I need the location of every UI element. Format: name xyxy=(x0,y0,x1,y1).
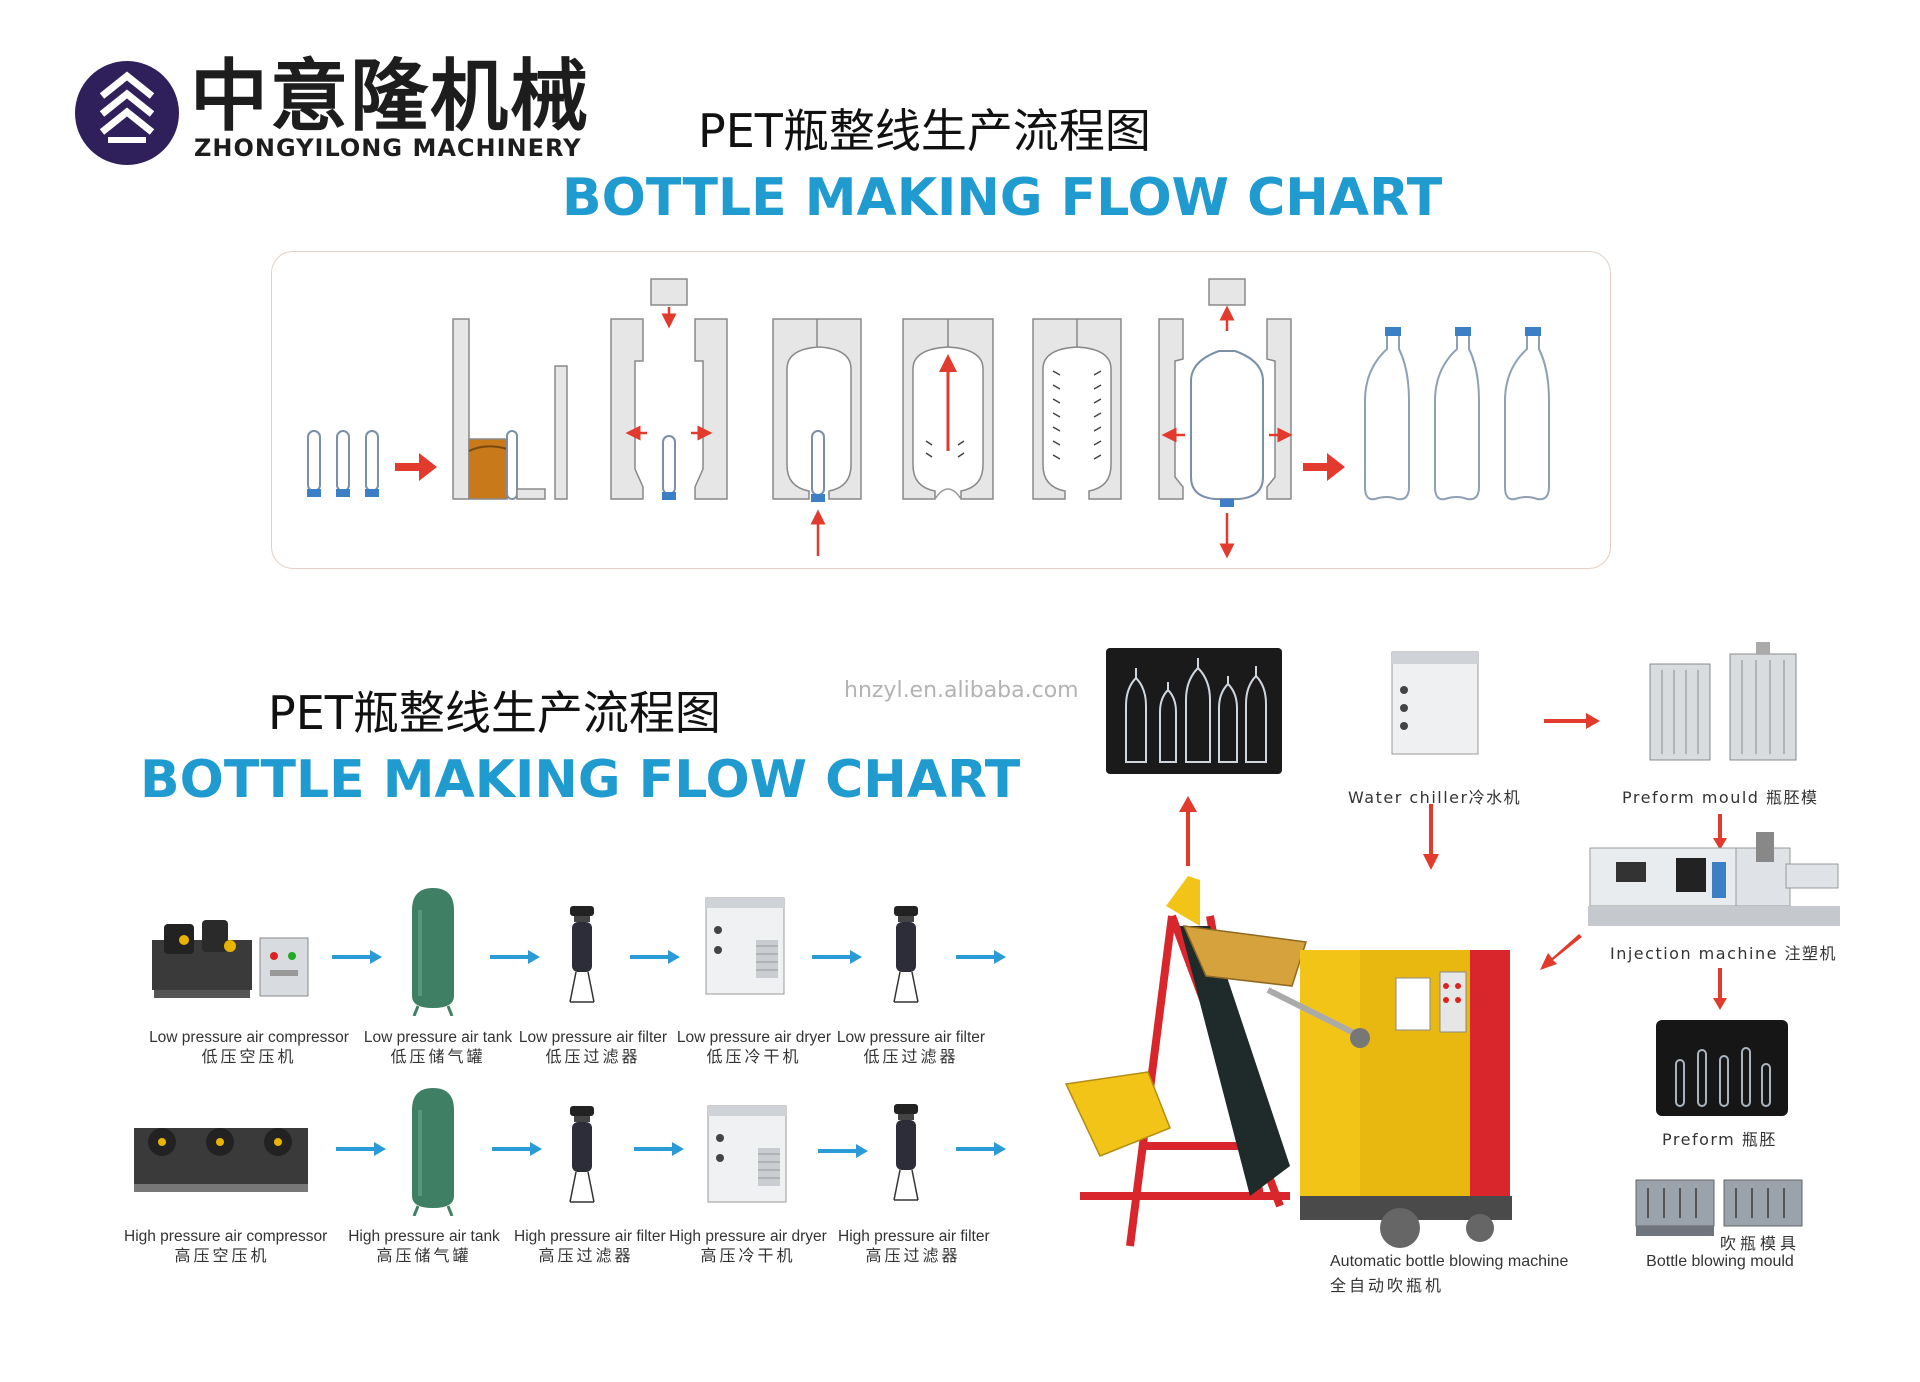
preform-icon xyxy=(307,430,379,497)
air-dryer-icon xyxy=(707,1105,787,1203)
flow-arrow xyxy=(336,1142,386,1156)
page-title-cn: PET瓶整线生产流程图 xyxy=(698,104,1151,158)
air-tank-icon xyxy=(412,1088,454,1216)
injection-machine-icon xyxy=(1588,832,1840,926)
air-filter-icon xyxy=(893,1104,919,1201)
flow-arrow xyxy=(1713,814,1727,850)
preform-icon xyxy=(1675,1047,1771,1107)
flow-arrow xyxy=(492,1142,542,1156)
water-chiller-label: Water chiller冷水机 xyxy=(1348,788,1522,807)
air-tank-icon xyxy=(412,888,454,1016)
mould-icon xyxy=(902,318,994,500)
flow-arrow xyxy=(490,950,540,964)
air-filter-icon xyxy=(569,906,595,1003)
flow-arrow xyxy=(1544,713,1600,729)
compressor-icon xyxy=(134,1128,308,1192)
logo-mark-icon xyxy=(75,61,179,165)
mould-icon xyxy=(1158,278,1293,559)
water-chiller-icon xyxy=(1391,651,1479,755)
mould-icon xyxy=(610,278,728,500)
bottle-mould-label-en: Bottle blowing mould xyxy=(1646,1253,1794,1270)
compressor-icon xyxy=(152,920,309,998)
preform-photo xyxy=(1656,1020,1788,1116)
injection-machine-label: Injection machine 注塑机 xyxy=(1610,944,1838,963)
bottle-blowing-mould-icon xyxy=(1635,1179,1803,1236)
bottle-icon xyxy=(1125,658,1267,763)
preform-mould-icon xyxy=(1649,642,1797,761)
page-title-en: BOTTLE MAKING FLOW CHART xyxy=(562,168,1443,228)
mould-icon xyxy=(772,318,862,556)
mould-icon xyxy=(452,318,568,500)
mould-icon xyxy=(1032,318,1122,500)
flow-arrow xyxy=(1423,804,1439,870)
blow-molding-process-diagram xyxy=(307,278,1550,559)
section-title-cn: PET瓶整线生产流程图 xyxy=(268,686,721,740)
air-dryer-icon xyxy=(705,897,785,995)
brand-name-en: ZHONGYILONG MACHINERY xyxy=(194,134,582,162)
flow-arrow xyxy=(956,1142,1006,1156)
bottle-mould-label-cn: 吹瓶模具 xyxy=(1720,1234,1801,1253)
flow-arrow xyxy=(818,1144,868,1158)
section-title-en: BOTTLE MAKING FLOW CHART xyxy=(140,750,1021,810)
process-arrow xyxy=(395,453,437,481)
process-arrow xyxy=(1303,453,1345,481)
blowing-machine-icon xyxy=(1064,876,1512,1248)
finished-bottles-photo xyxy=(1106,648,1282,774)
air-filter-icon xyxy=(893,906,919,1003)
flow-arrow xyxy=(1713,968,1727,1010)
flow-arrow xyxy=(1179,796,1197,866)
flow-arrow xyxy=(1540,934,1582,970)
brand-name-cn: 中意隆机械 xyxy=(190,52,591,142)
watermark: hnzyl.en.alibaba.com xyxy=(844,678,1079,703)
flow-arrow xyxy=(332,950,382,964)
flow-arrow xyxy=(956,950,1006,964)
blowing-machine-label: Automatic bottle blowing machine 全自动吹瓶机 xyxy=(1330,1253,1569,1295)
flow-arrow xyxy=(634,1142,684,1156)
bottle-icon xyxy=(1364,334,1550,501)
flow-arrow xyxy=(630,950,680,964)
preform-label: Preform 瓶胚 xyxy=(1662,1130,1777,1149)
air-filter-icon xyxy=(569,1106,595,1203)
preform-mould-label: Preform mould 瓶胚模 xyxy=(1622,788,1819,807)
flow-arrow xyxy=(812,950,862,964)
